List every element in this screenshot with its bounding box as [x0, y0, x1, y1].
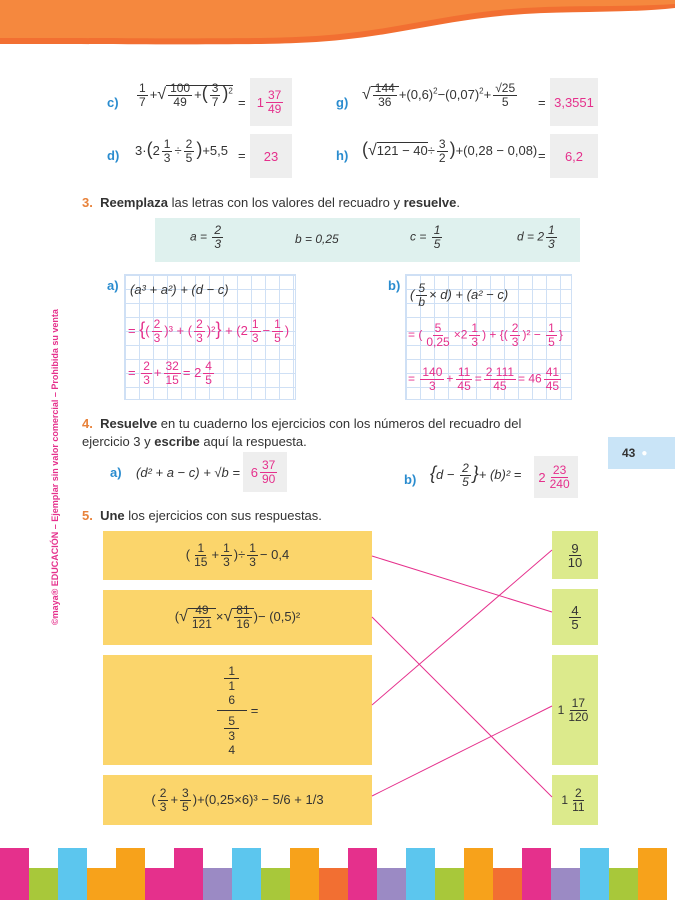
exercise-4a-label: a) [110, 465, 122, 480]
exercise-h-equals: = [538, 148, 546, 163]
exercise-d-equals: = [238, 148, 246, 163]
exercise-3b-label: b) [388, 278, 401, 293]
exercise-3b-grid [405, 274, 572, 400]
exercise-3a-grid [124, 274, 296, 400]
exercise-c-label: c) [107, 95, 119, 110]
exercise-4a-expression: (d² + a − c) + √b = [136, 465, 240, 480]
page-number-tab: 43 ● [608, 437, 675, 469]
exercise-3a-label: a) [107, 278, 119, 293]
exercise-d-label: d) [107, 148, 120, 163]
exercise-h-answer-box: 6,2 [550, 134, 598, 178]
section-4-instruction: 4. Resuelve en tu cuaderno los ejercicio… [82, 416, 522, 449]
match-line-1 [371, 555, 553, 613]
header-wave [0, 0, 675, 45]
page-number: 43 [622, 446, 636, 460]
page-dot-icon: ● [641, 447, 648, 459]
value-b: b = 0,25 [295, 232, 339, 246]
match-line-2 [371, 616, 553, 798]
footer-stripes [0, 848, 675, 900]
exercise-d-answer-box: 23 [250, 134, 292, 178]
section-3-instruction: 3. Reemplaza las letras con los valores … [82, 195, 460, 210]
match-line-3 [371, 549, 553, 706]
match-line-4 [371, 705, 553, 797]
section-5-instruction: 5. Une los ejercicios con sus respuestas… [82, 508, 322, 523]
exercise-g-answer-box: 3,3551 [550, 78, 598, 126]
exercise-4b-label: b) [404, 472, 417, 487]
copyright-side-text: ©maya® EDUCACIÓN – Ejemplar sin valor co… [50, 309, 60, 625]
exercise-g-equals: = [538, 95, 546, 110]
exercise-c-equals: = [238, 95, 246, 110]
exercise-h-label: h) [336, 148, 349, 163]
exercise-g-label: g) [336, 95, 349, 110]
exercise-3a-line1: (a³ + a²) + (d − c) [130, 282, 229, 297]
